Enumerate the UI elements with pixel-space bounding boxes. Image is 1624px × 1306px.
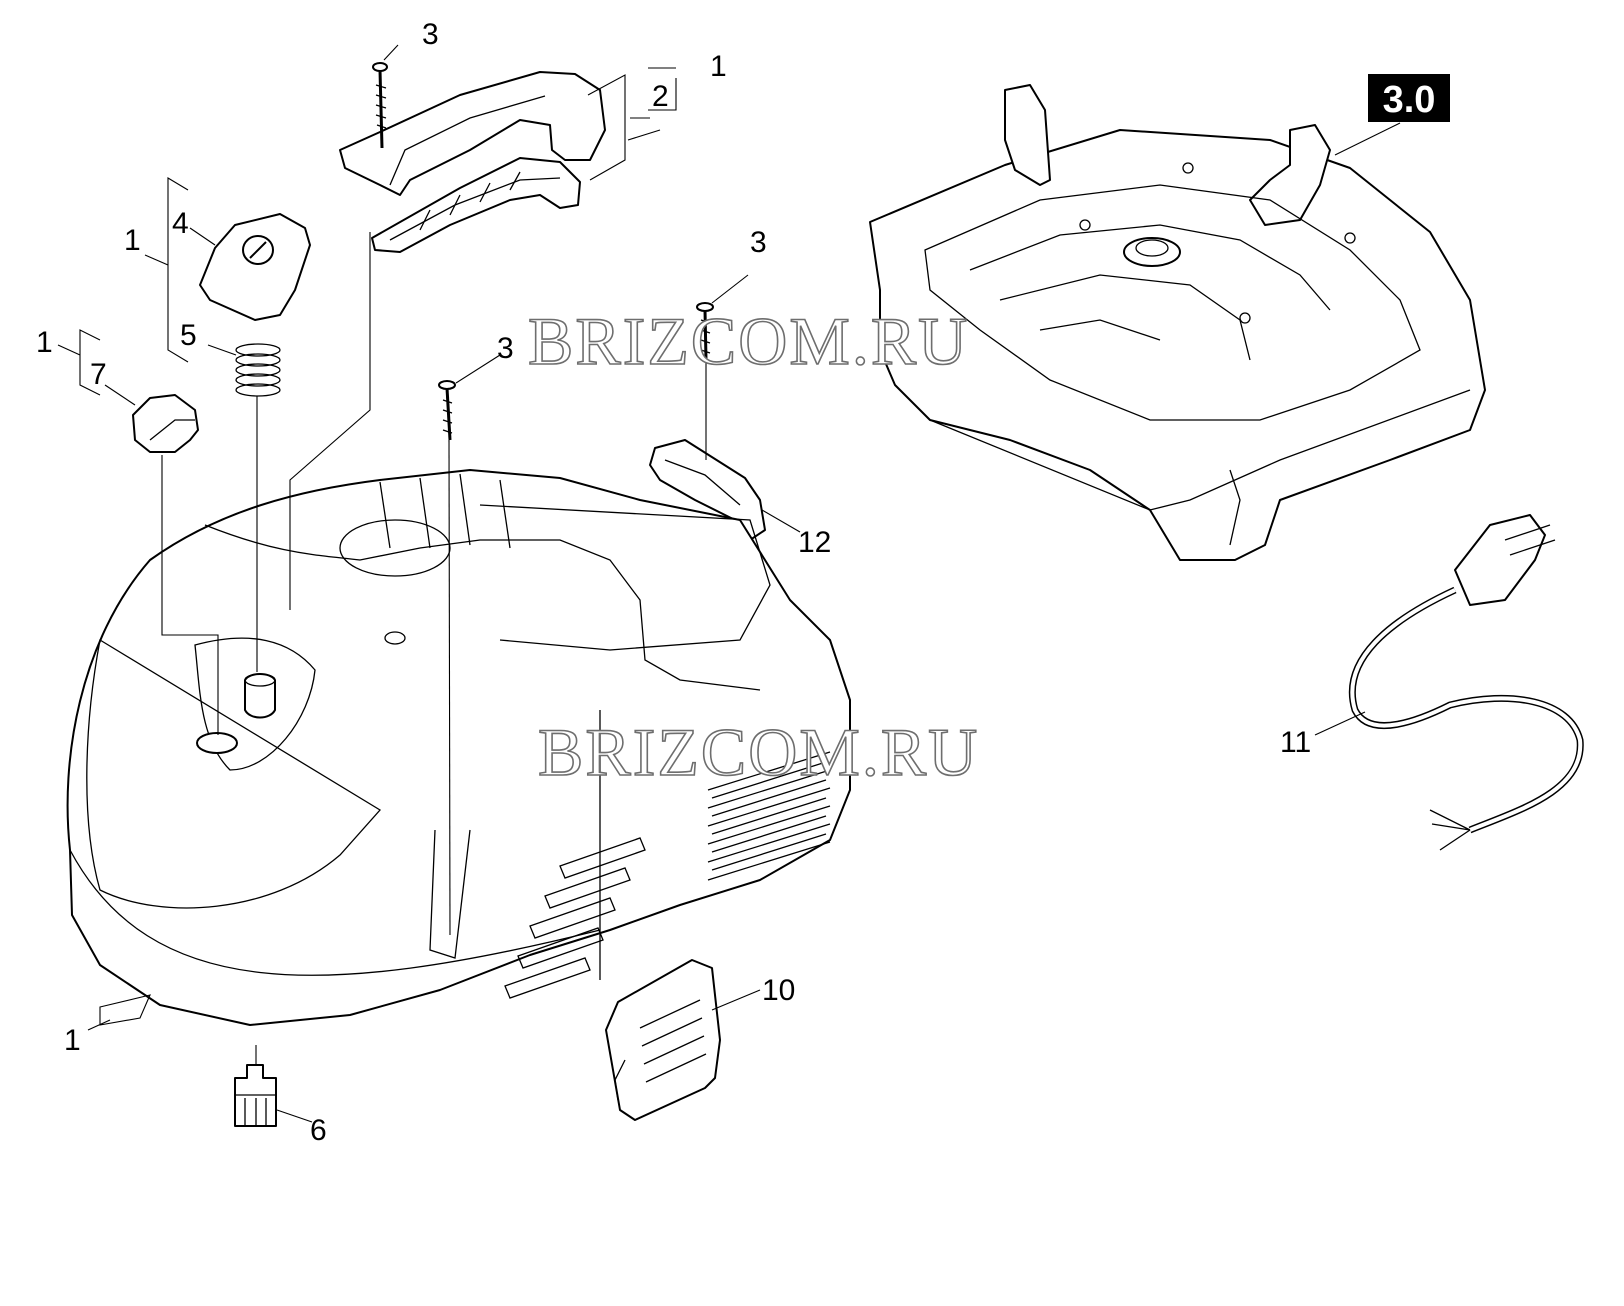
section-badge: 3.0	[1334, 74, 1450, 156]
callout-3-top: 3	[422, 18, 439, 51]
callout-6: 6	[310, 1114, 327, 1147]
watermarks: BRIZCOM.RU BRIZCOM.RU	[527, 302, 979, 791]
section-badge-label: 3.0	[1383, 79, 1436, 121]
switch-cap	[199, 213, 311, 321]
callout-4: 4	[172, 207, 189, 240]
callout-5: 5	[180, 319, 197, 352]
callout-12: 12	[798, 526, 831, 559]
screw-top	[372, 62, 388, 149]
leader-lines	[57, 44, 1366, 1123]
callout-2: 2	[652, 80, 669, 113]
watermark-top: BRIZCOM.RU	[528, 303, 969, 379]
callout-1-bottom: 1	[64, 1024, 81, 1057]
callout-3-mid: 3	[497, 332, 514, 365]
watermark-mid: BRIZCOM.RU	[538, 714, 979, 790]
callout-7: 7	[90, 358, 107, 391]
screw-mid-right	[696, 302, 714, 361]
base-frame	[869, 84, 1486, 561]
callout-3-mid-right: 3	[750, 226, 767, 259]
screw-mid	[438, 380, 456, 441]
callout-labels: 1 2 3 1 4 5 1 7 3 3 12 11 10 1 6	[36, 18, 1311, 1147]
callout-11: 11	[1280, 726, 1311, 759]
connector	[234, 1064, 277, 1127]
callout-1-top: 1	[710, 50, 727, 83]
main-housing	[66, 469, 851, 1026]
vent-slots-right	[707, 751, 831, 881]
button-cover	[132, 394, 199, 453]
callout-1-left-mid: 1	[36, 326, 53, 359]
vent-slots-left	[504, 837, 646, 999]
callout-1-left-upper: 1	[124, 224, 141, 257]
handle-assembly	[339, 71, 606, 253]
power-cord	[1348, 514, 1584, 851]
spring	[235, 343, 281, 397]
callout-10: 10	[762, 974, 795, 1007]
grille-cover	[605, 959, 721, 1121]
